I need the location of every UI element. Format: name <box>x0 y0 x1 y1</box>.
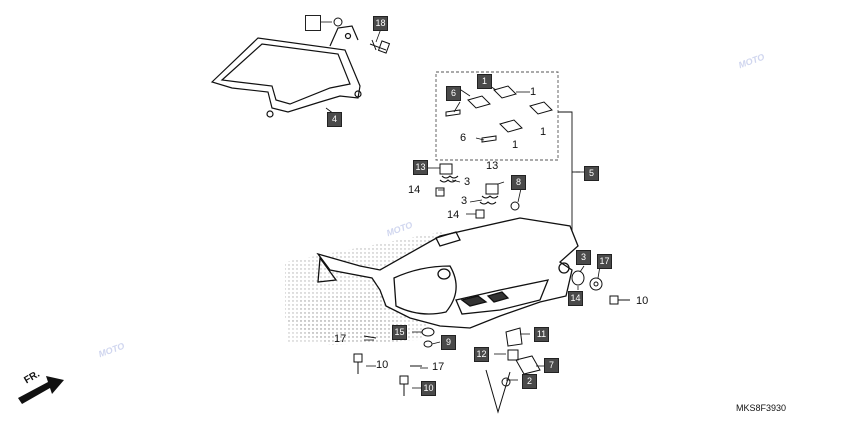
label-1a: 1 <box>530 86 537 98</box>
label-17b: 17 <box>432 361 445 373</box>
diagram-code: MKS8F3930 <box>736 403 787 413</box>
box-label-3: 3 <box>576 250 591 265</box>
right-washers <box>571 270 603 291</box>
label-3a: 3 <box>464 176 471 188</box>
box-label-13: 13 <box>413 160 428 175</box>
blank-box <box>305 15 321 31</box>
label-1b: 1 <box>540 126 547 138</box>
box-label-15: 15 <box>392 325 407 340</box>
bolt-part-18 <box>369 39 391 54</box>
box-label-9: 9 <box>441 335 456 350</box>
kit-group-box <box>435 71 559 161</box>
bracket-part-4 <box>210 25 362 118</box>
label-1c: 1 <box>512 139 519 151</box>
kit-group-bracket <box>558 111 580 237</box>
label-3b: 3 <box>461 195 468 207</box>
bottom-bracket-cluster <box>485 327 541 414</box>
label-6: 6 <box>460 132 467 144</box>
box-label-17: 17 <box>597 254 612 269</box>
box-label-12: 12 <box>474 347 489 362</box>
box-label-8: 8 <box>511 175 526 190</box>
box-label-10: 10 <box>421 381 436 396</box>
label-17a: 17 <box>334 333 347 345</box>
box-label-1: 1 <box>477 74 492 89</box>
box-label-14: 14 <box>568 291 583 306</box>
box-label-4: 4 <box>327 112 342 127</box>
box-label-18: 18 <box>373 16 388 31</box>
label-14b: 14 <box>447 209 460 221</box>
kit-pads <box>445 85 553 143</box>
springs-nuts-cluster <box>435 163 520 219</box>
box-label-11: 11 <box>534 327 549 342</box>
box-label-5: 5 <box>584 166 599 181</box>
label-10a: 10 <box>636 295 649 307</box>
nut-near-top <box>333 17 343 27</box>
front-arrow-icon <box>18 376 64 404</box>
bottom-fasteners <box>353 335 422 396</box>
label-10b: 10 <box>376 359 389 371</box>
box-label-6: 6 <box>446 86 461 101</box>
label-13: 13 <box>486 160 499 172</box>
label-14a: 14 <box>408 184 421 196</box>
main-shroud <box>316 217 579 329</box>
box-label-2: 2 <box>522 374 537 389</box>
box-label-7: 7 <box>544 358 559 373</box>
